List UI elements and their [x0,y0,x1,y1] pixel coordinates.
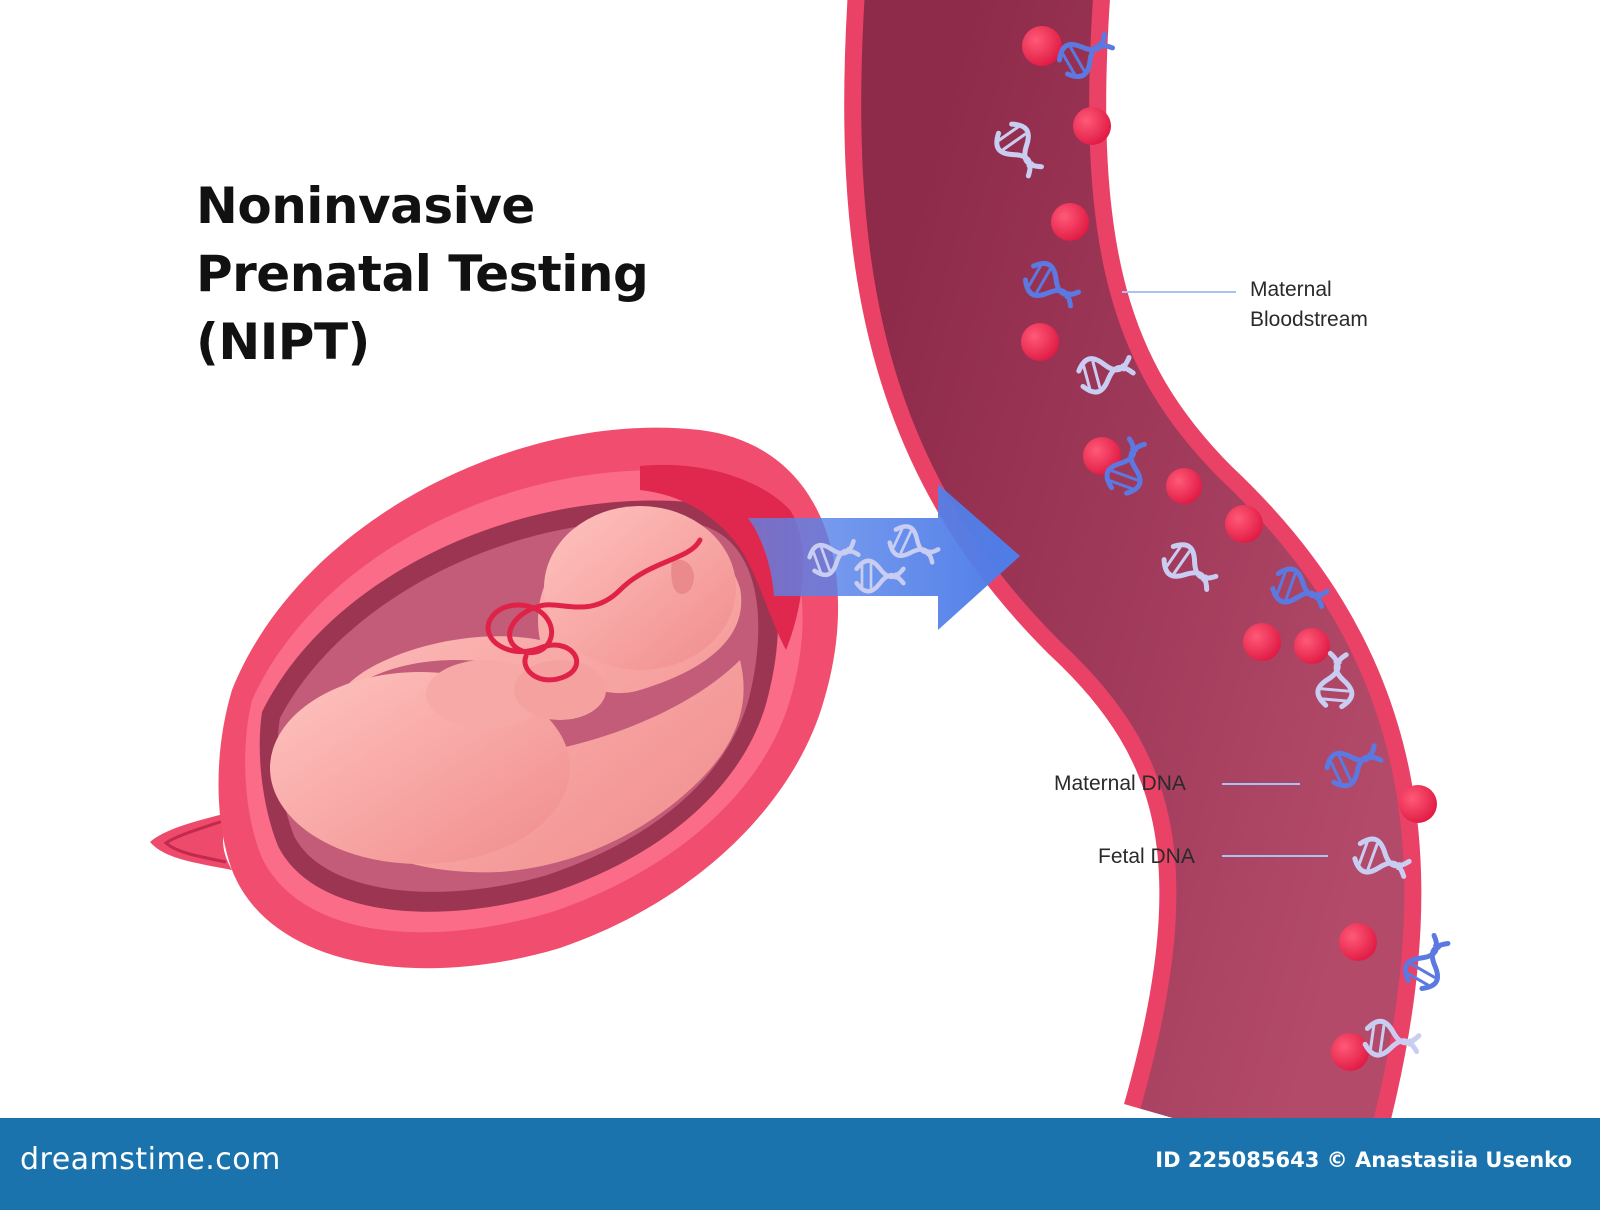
fetal-dna-label: Fetal DNA [1098,845,1195,868]
fetus [270,506,744,873]
uterus [150,427,839,969]
blood-cell [1051,203,1089,241]
blood-cell [1243,623,1281,661]
blood-cell [1294,628,1330,664]
maternal-bloodstream-label: Maternal Bloodstream [1250,275,1368,335]
illustration: Noninvasive Prenatal Testing (NIPT) Mate… [150,0,1600,1118]
diagram-title: Noninvasive Prenatal Testing (NIPT) [196,172,649,376]
blood-cell [1073,107,1111,145]
title-line-1: Noninvasive [196,177,535,235]
blood-cell [1225,505,1263,543]
blood-cell [1339,923,1377,961]
blood-cells [1021,26,1437,1071]
blood-cell [1083,437,1121,475]
blood-cell [1166,468,1202,504]
nipt-diagram [150,0,1600,1118]
title-line-2: Prenatal Testing [196,245,649,303]
maternal-dna-label: Maternal DNA [1054,772,1186,795]
cervix-inner [163,818,227,864]
transfer-arrow [748,484,1020,630]
footer-brand[interactable]: dreamstime.com [20,1142,281,1177]
footer-bar: dreamstime.com ID 225085643 © Anastasiia… [0,1118,1600,1210]
maternal-bloodstream-label-line1: Maternal [1250,278,1332,301]
arrow-shape [748,484,1020,630]
blood-cell [1399,785,1437,823]
footer-credit: ID 225085643 © Anastasiia Usenko [1155,1148,1572,1172]
maternal-bloodstream-label-line2: Bloodstream [1250,308,1368,331]
label-lines [1122,291,1328,857]
fetus-ear [671,559,694,595]
blood-cell [1331,1033,1369,1071]
fetus-leg [426,660,546,728]
blood-cell [1021,323,1059,361]
blood-cell [1022,26,1062,66]
blood-vessel [844,0,1422,1118]
cervix [150,812,232,870]
title-line-3: (NIPT) [196,313,370,371]
fetus-head [544,506,736,670]
umbilical-cord [485,537,703,683]
placenta [640,464,804,650]
vessel-lumen [861,0,1405,1118]
